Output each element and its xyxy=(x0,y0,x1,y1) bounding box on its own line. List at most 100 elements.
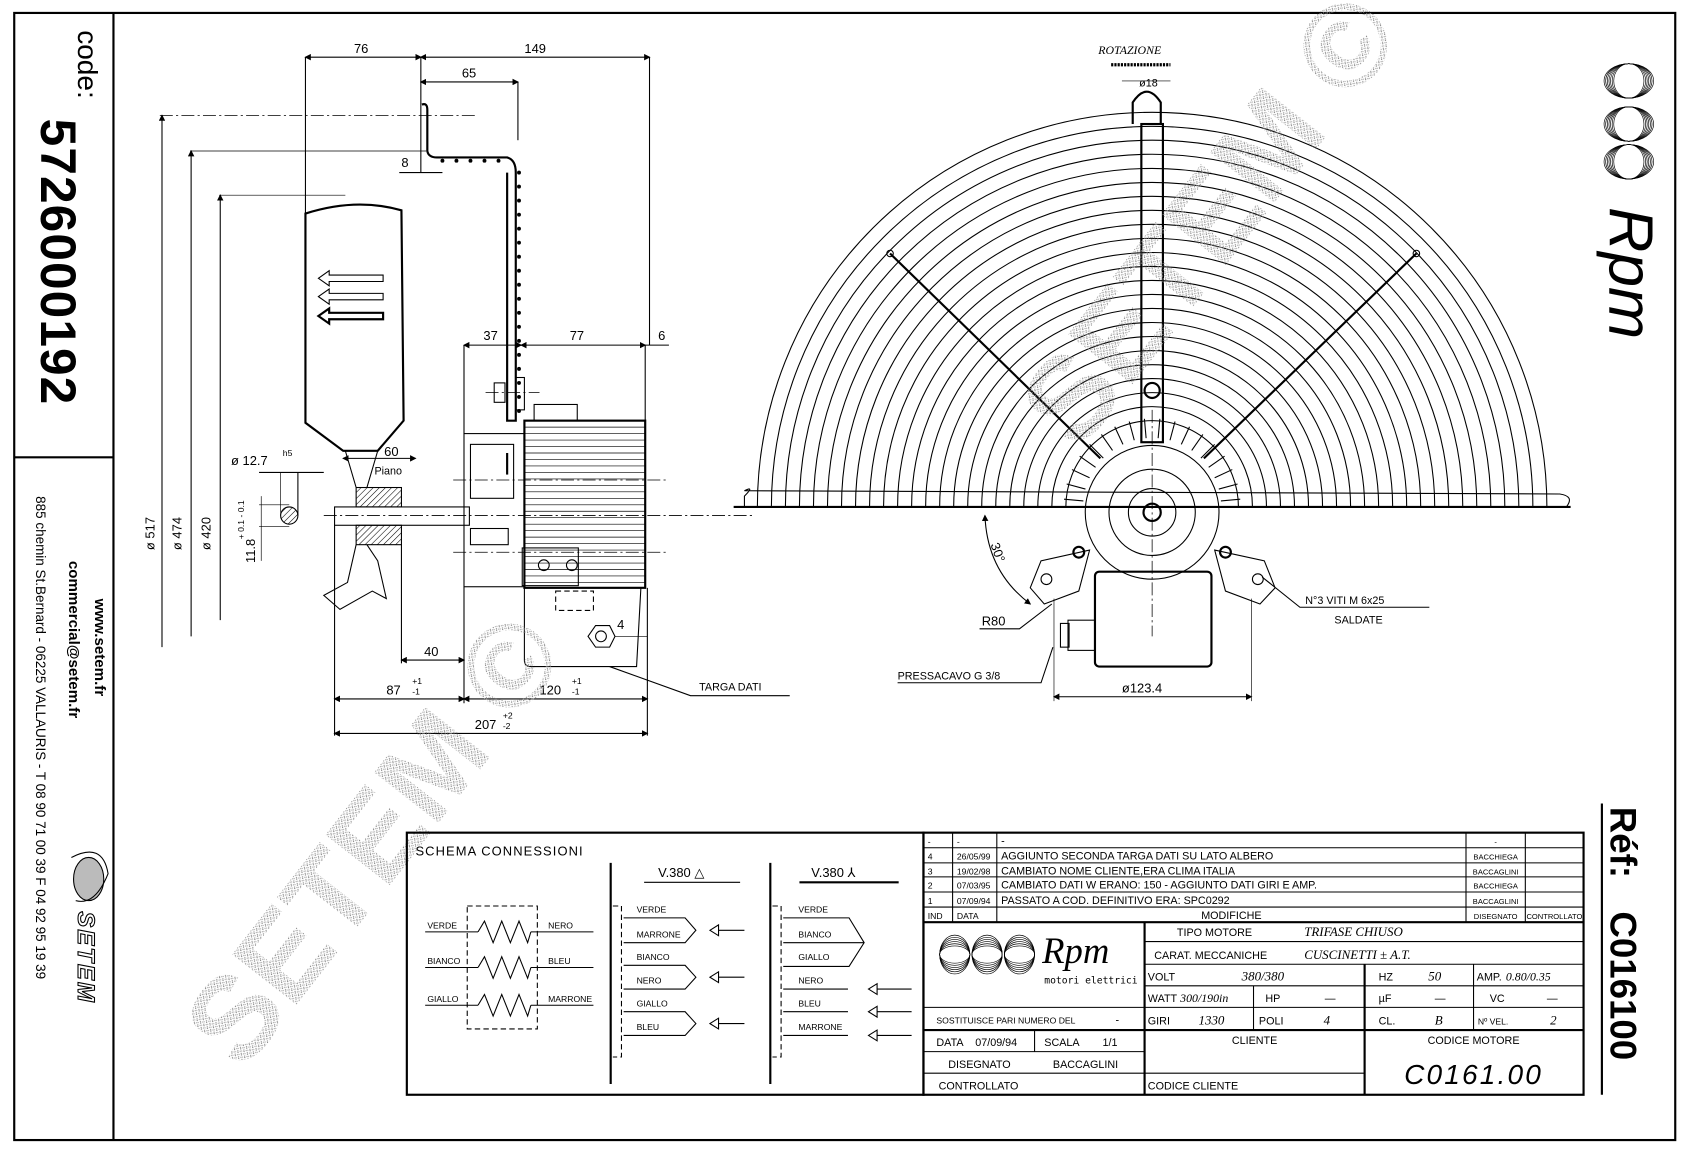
amp-label: AMP. xyxy=(1477,971,1502,983)
cooling-fin xyxy=(1169,421,1176,441)
email-link[interactable]: commercial@setem.fr xyxy=(65,561,82,718)
cliente-label: CLIENTE xyxy=(1232,1035,1277,1047)
table-header: DATA xyxy=(957,911,979,921)
logo-ring xyxy=(939,941,971,968)
logo-ring xyxy=(1603,144,1654,180)
logo-ring xyxy=(1613,106,1645,142)
rivet xyxy=(517,380,521,385)
cooling-fin xyxy=(1191,434,1204,451)
logo-ring xyxy=(1610,63,1648,99)
title-logo-text: Rpm xyxy=(1041,930,1109,971)
rpm-logo-text: Rpm xyxy=(1595,207,1665,339)
winding-label-right: BLEU xyxy=(548,956,571,966)
giri-label: GIRI xyxy=(1148,1016,1170,1028)
star-wire-label: VERDE xyxy=(798,904,828,914)
spoke-end xyxy=(1412,249,1421,258)
winding-label-left: VERDE xyxy=(427,921,457,931)
poli-label: POLI xyxy=(1259,1016,1284,1028)
cooling-fin xyxy=(1089,444,1104,459)
flat-dimension: 11.8 xyxy=(243,539,258,563)
guard-ring xyxy=(826,181,1478,507)
front-view: ROTAZIONE ø18 30° R80 N°3 VITI M 6x25 SA… xyxy=(733,43,1571,702)
guard-ring xyxy=(869,223,1436,507)
star-wire-label: NERO xyxy=(798,976,823,986)
r80-label: R80 xyxy=(982,614,1006,629)
table-cell: BACCAGLINI xyxy=(1473,868,1519,877)
table-cell: BACCAGLINI xyxy=(1473,897,1519,906)
table-header: CONTROLLATO xyxy=(1526,912,1582,921)
logo-ring xyxy=(1004,936,1035,973)
logo-ring xyxy=(1605,144,1653,180)
code-label: code: xyxy=(72,30,103,99)
guard-ring xyxy=(911,265,1394,507)
uf-value: — xyxy=(1435,993,1446,1005)
flat-tolerance: + 0.1 - 0.1 xyxy=(236,500,246,539)
bracket-rivets xyxy=(440,158,521,413)
amp-value: 0.80/0.35 xyxy=(1506,969,1551,983)
delta-wire-label: GIALLO xyxy=(637,998,668,1008)
guard-ring xyxy=(812,167,1492,507)
hz-value: 50 xyxy=(1428,968,1441,983)
cooling-fin xyxy=(1143,418,1147,439)
guard-ring xyxy=(756,111,1548,507)
dim-76: 76 xyxy=(354,41,368,56)
logo-ring xyxy=(939,934,971,975)
screws-label-2: SALDATE xyxy=(1334,614,1382,626)
cooling-fin xyxy=(1063,498,1084,502)
guard-ring xyxy=(1037,392,1267,507)
dim-60: 60 xyxy=(384,444,398,459)
rivet xyxy=(517,366,521,371)
delta-wire-label: BIANCO xyxy=(637,952,670,962)
resistor-icon xyxy=(477,955,532,980)
ref-value: C016100 xyxy=(1603,911,1644,1060)
logo-ring xyxy=(1004,941,1035,968)
dim-37: 37 xyxy=(483,328,497,343)
codice-cliente-label: CODICE CLIENTE xyxy=(1148,1080,1238,1092)
table-cell: 19/02/98 xyxy=(957,867,991,877)
table-cell: 1 xyxy=(928,896,933,906)
dim-4: 4 xyxy=(617,617,624,632)
resistor-icon xyxy=(477,992,532,1018)
logo-ring xyxy=(939,945,971,964)
screws-label: N°3 VITI M 6x25 xyxy=(1305,595,1384,607)
carat-value: CUSCINETTI ± A.T. xyxy=(1304,947,1411,962)
rpm-logo-rings xyxy=(1603,63,1654,180)
supply-arrow-icon xyxy=(867,1029,912,1042)
website-link[interactable]: www.setem.fr xyxy=(91,598,108,697)
rivet xyxy=(482,158,487,163)
watt-value: 300/190in xyxy=(1179,991,1228,1005)
rivet xyxy=(517,338,521,343)
guard-ring xyxy=(854,209,1450,507)
setem-logo: SETEM xyxy=(71,851,109,1004)
shaft-tolerance: h5 xyxy=(283,448,293,458)
guard-ring xyxy=(995,349,1310,507)
logo-ring xyxy=(1610,144,1648,180)
cooling-fin xyxy=(1066,483,1086,490)
guard-ring xyxy=(981,335,1324,507)
terminal-box xyxy=(523,587,642,668)
drawing-border xyxy=(13,11,1677,1142)
rpm-logo xyxy=(939,934,1035,975)
supply-arrow-icon xyxy=(867,1005,912,1019)
guard-ring xyxy=(897,251,1408,507)
dia-474: ø 474 xyxy=(169,517,184,550)
guard-ring xyxy=(1009,364,1296,507)
logo-ring xyxy=(1004,934,1035,975)
rivet xyxy=(517,212,521,217)
nvel-label: Nº VEL. xyxy=(1478,1017,1508,1027)
guard-ring xyxy=(770,125,1534,507)
logo-ring xyxy=(1603,63,1654,99)
watermark: SETEM © xyxy=(995,0,1425,469)
cable-gland-label: PRESSACAVO G 3/8 xyxy=(898,671,1001,683)
rivet xyxy=(517,240,521,245)
cooling-fin xyxy=(1220,498,1241,502)
motor-endcap xyxy=(463,433,525,588)
tolerance-minus: -2 xyxy=(503,721,511,731)
cooling-fin xyxy=(1071,469,1090,479)
guard-ring xyxy=(840,195,1464,507)
logo-ring xyxy=(1613,63,1645,99)
table-cell: BACCHIEGA xyxy=(1473,882,1518,891)
guard-ring xyxy=(939,293,1366,507)
rivet xyxy=(517,282,521,287)
